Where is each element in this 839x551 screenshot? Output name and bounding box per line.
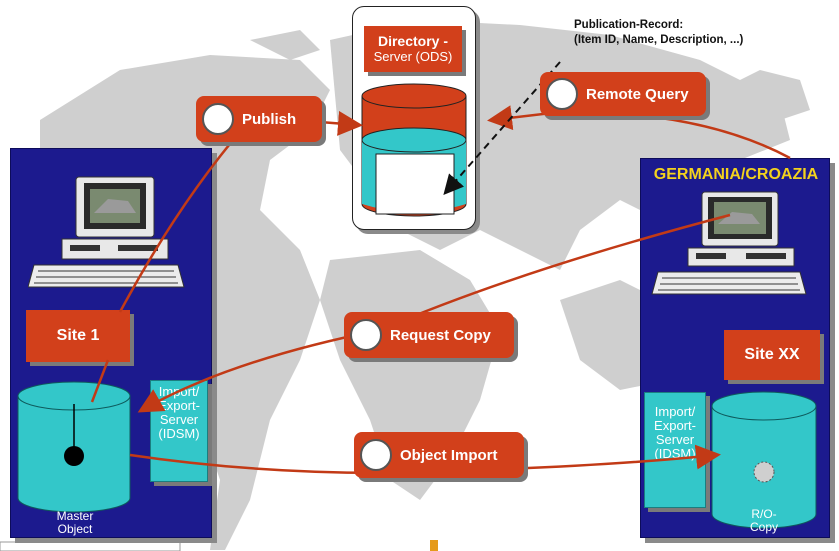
caption-line: R/O- (751, 507, 777, 521)
site-xx-read-only-copy-database (711, 391, 817, 529)
request-copy-step: Request Copy (344, 312, 514, 358)
step-circle-icon (350, 319, 382, 351)
ie-line: Export- (158, 398, 200, 413)
ie-line: Import/ (654, 404, 696, 419)
site1-label: Site 1 (26, 310, 130, 362)
note-line: (Item ID, Name, Description, ...) (574, 34, 744, 46)
site-xx-label: Site XX (724, 330, 820, 380)
caption-line: Object (57, 522, 93, 536)
remote-query-label: Remote Query (586, 85, 689, 103)
object-import-label: Object Import (400, 446, 498, 464)
note-line: Publication-Record: (574, 19, 684, 31)
publish-line (118, 119, 251, 313)
ie-line: Server (655, 432, 695, 447)
publish-arrow (319, 110, 363, 136)
ie-line: Server (159, 412, 199, 427)
site-xx-copy-caption: R/O- Copy (736, 508, 792, 534)
site1-master-object-caption: Master Object (40, 510, 110, 536)
step-circle-icon (546, 78, 578, 110)
caption-line: Master (56, 509, 94, 523)
ie-line: (IDSM) (158, 426, 200, 441)
caption-line: Copy (749, 520, 778, 534)
site1-master-object-database (17, 381, 131, 513)
remote-query-arrow (487, 105, 791, 160)
object-import-step: Object Import (354, 432, 524, 478)
site1-import-export-server: Import/ Export- Server (IDSM) (150, 380, 208, 482)
publication-record-note: Publication-Record: (Item ID, Name, Desc… (574, 18, 743, 48)
step-circle-icon (202, 103, 234, 135)
site1-db-link (90, 359, 110, 403)
publish-label: Publish (242, 110, 297, 128)
directory-database-icon (361, 83, 467, 217)
step-circle-icon (360, 439, 392, 471)
remote-query-step: Remote Query (540, 72, 706, 116)
label-line: Server (ODS) (373, 49, 453, 64)
ie-line: Export- (654, 418, 696, 433)
site1-computer-icon (28, 176, 185, 288)
label-line: Directory - (377, 33, 449, 49)
directory-server-label: Directory - Server (ODS) (364, 26, 462, 72)
site-xx-country-title: GERMANIA/CROAZIA (653, 166, 819, 183)
request-copy-label: Request Copy (390, 326, 491, 344)
publish-step: Publish (196, 96, 322, 142)
